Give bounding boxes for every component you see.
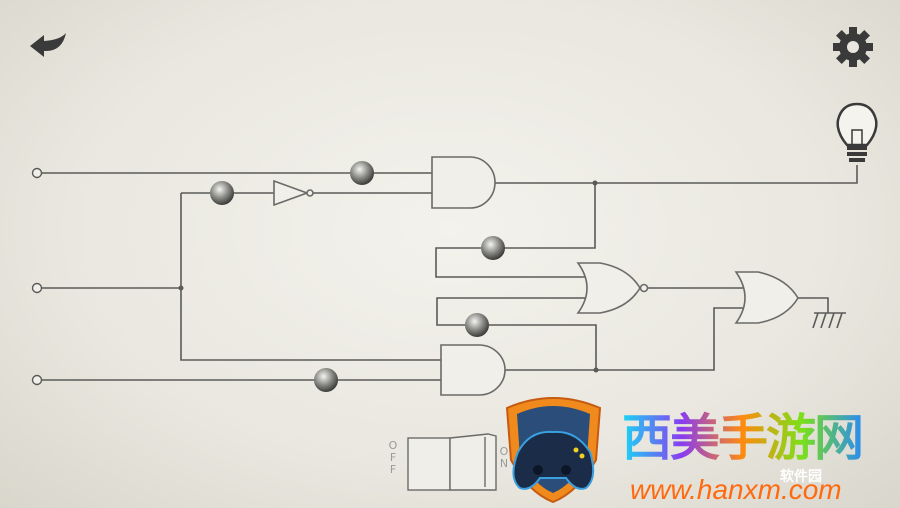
wire-toggle-ball[interactable]: [481, 236, 505, 260]
and-gate-1: [431, 156, 496, 209]
gear-icon[interactable]: [833, 27, 873, 67]
watermark-logo: [505, 397, 602, 504]
switch-off-label: OFF: [388, 439, 398, 476]
ground-symbol: [812, 312, 846, 329]
wire-toggle-ball[interactable]: [350, 161, 374, 185]
input-terminal-3[interactable]: [31, 374, 43, 386]
and-gate-2: [440, 344, 506, 396]
input-terminal-2[interactable]: [31, 282, 43, 294]
back-arrow-icon[interactable]: [30, 33, 66, 57]
power-switch[interactable]: [407, 433, 497, 491]
or-gate: [734, 271, 799, 324]
watermark-title: 西美手游网: [622, 409, 864, 467]
not-gate: [273, 179, 314, 207]
switch-on-label: ON: [499, 445, 509, 470]
light-bulb-icon: [836, 102, 878, 162]
watermark-subtitle: 软件园: [780, 469, 822, 485]
wire-toggle-ball[interactable]: [465, 313, 489, 337]
watermark-url: www.hanxm.com: [630, 474, 842, 505]
nor-gate: [576, 262, 649, 314]
wire-toggle-ball[interactable]: [314, 368, 338, 392]
wire-toggle-ball[interactable]: [210, 181, 234, 205]
input-terminal-1[interactable]: [31, 167, 43, 179]
